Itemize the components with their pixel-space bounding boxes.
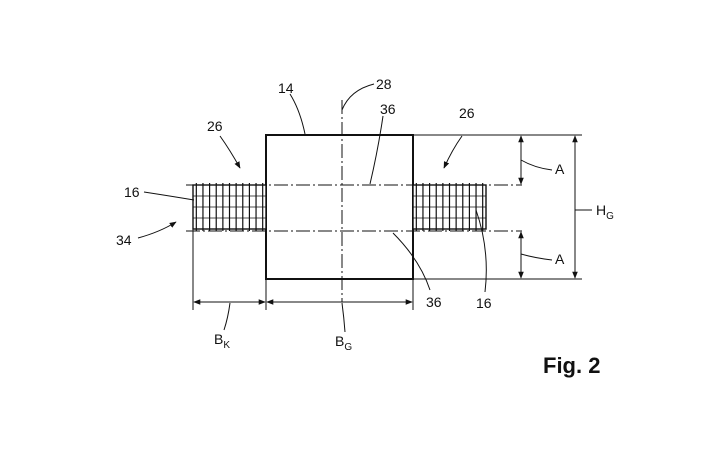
label-16-right: 16 <box>476 295 492 311</box>
leader-26-left <box>219 135 241 169</box>
leader-34 <box>137 221 177 239</box>
label-26-left: 26 <box>207 118 223 134</box>
dim-a-bottom-leader <box>520 253 553 261</box>
label-bg: BG <box>335 333 352 353</box>
label-bk: BK <box>214 331 230 351</box>
leader-36-top <box>369 115 384 185</box>
leader-14 <box>289 93 306 135</box>
label-36-bottom: 36 <box>426 294 442 310</box>
dim-bk-leader <box>223 302 231 331</box>
dim-bg-leader <box>341 302 346 333</box>
label-14: 14 <box>278 80 294 96</box>
leader-36-bottom <box>392 232 431 291</box>
label-a-top: A <box>555 161 565 177</box>
figure-label: Fig. 2 <box>543 353 600 378</box>
right-winding <box>412 183 487 231</box>
leader-16-right <box>475 209 487 293</box>
label-a-bottom: A <box>555 251 565 267</box>
leader-26-right <box>443 135 463 169</box>
label-28: 28 <box>376 76 392 92</box>
label-34: 34 <box>116 232 132 248</box>
left-winding <box>192 183 267 231</box>
dim-a-top-leader <box>520 159 553 171</box>
label-36-top: 36 <box>380 101 396 117</box>
leader-16-left <box>143 191 195 201</box>
label-16-left: 16 <box>124 184 140 200</box>
label-h: HG <box>596 202 614 222</box>
core-block <box>265 134 414 280</box>
axis-leader <box>341 83 375 111</box>
label-26-right: 26 <box>459 105 475 121</box>
